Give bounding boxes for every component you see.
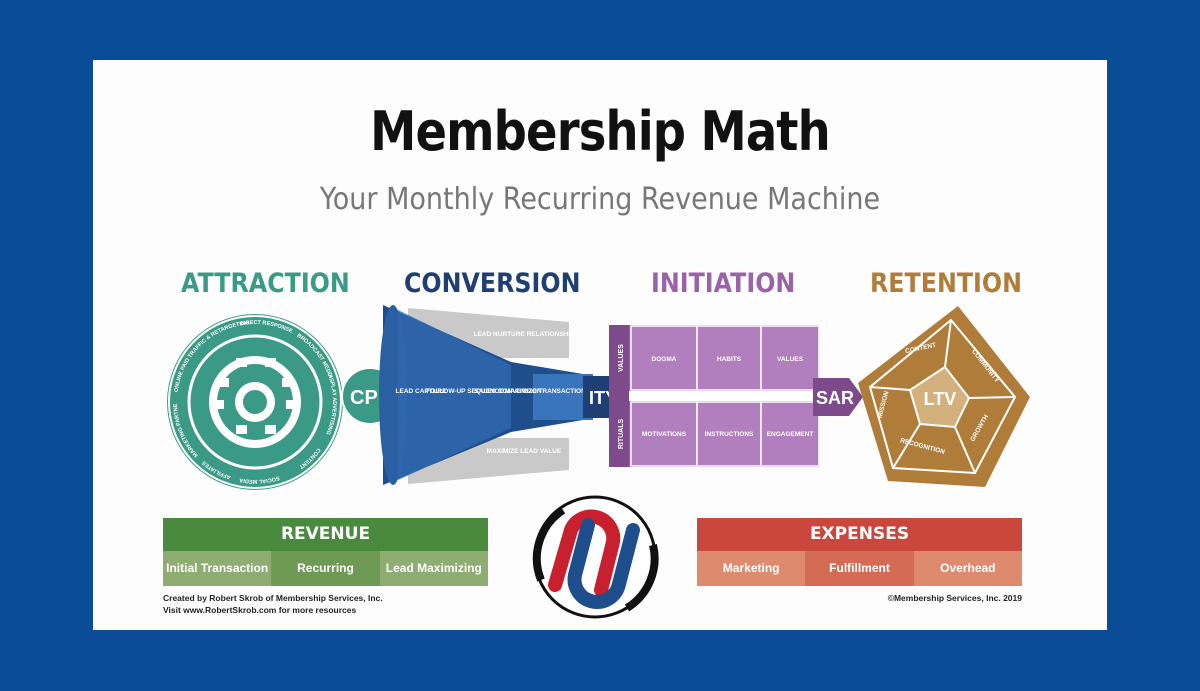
cell-instructions: INSTRUCTIONS [705, 431, 754, 438]
revenue-recurring-revenue: Recurring Revenue [271, 551, 380, 610]
credit-line-1: Created by Robert Skrob of Membership Se… [163, 593, 383, 603]
section-heading-attraction: ATTRACTION [181, 268, 350, 299]
revenue-lead-maximizing: Lead Maximizing [379, 551, 488, 586]
lead-nurture-label: LEAD NURTURE RELATIONSHIP [474, 331, 576, 338]
ring-label-social: SOCIAL MEDIA [239, 474, 280, 484]
page-subtitle: Your Monthly Recurring Revenue Machine [319, 182, 881, 217]
infographic-card: Membership Math Your Monthly Recurring R… [93, 60, 1107, 630]
section-heading-conversion: CONVERSION [404, 268, 581, 299]
section-heading-retention: RETENTION [870, 268, 1022, 299]
twitter-icon [265, 358, 276, 367]
handshake-icon [286, 400, 297, 409]
content-icon [236, 358, 247, 367]
cell-dogma: DOGMA [652, 356, 677, 363]
page-title: Membership Math [370, 100, 831, 163]
expenses-title: EXPENSES [697, 518, 1022, 551]
mail-icon [236, 425, 247, 434]
expenses-bar: EXPENSES Marketing Fulfillment Overhead [697, 518, 1022, 586]
expenses-marketing: Marketing [697, 551, 806, 586]
credit-line-2: Visit www.RobertSkrob.com for more resou… [163, 605, 357, 615]
retention-pentagon: LTV CONTENT COMMUNITY GROWTH RECOGNITION… [858, 306, 1030, 487]
copyright: ©Membership Services, Inc. 2019 [887, 593, 1022, 603]
cell-engagement: ENGAGEMENT [767, 431, 814, 438]
expenses-overhead: Overhead [913, 551, 1022, 586]
stage-lead-capture: LEAD CAPTURE [396, 388, 448, 395]
membership-services-logo [532, 495, 659, 619]
stage-follow-up: FOLLOW-UP SEQUENCE [426, 388, 504, 395]
maximize-lead-value-label: MAXIMIZE LEAD VALUE [487, 448, 562, 455]
conversion-funnel: LEAD NURTURE RELATIONSHIP MAXIMIZE LEAD … [379, 305, 633, 485]
initiation-grid: VALUES RITUALS DOGMA HABITS VALUES MOTIV… [609, 325, 863, 467]
newspaper-icon [218, 378, 229, 387]
row-label-rituals: RITUALS [618, 419, 625, 450]
stage-sales-conversion: SALES CONVERSION [474, 388, 541, 395]
stage-maximize-transaction: MAXIMIZE TRANSACTION VALUE [505, 388, 610, 395]
revenue-initial-transaction: Initial Transaction [163, 551, 272, 586]
revenue-title: REVENUE [163, 518, 488, 551]
sar-label: SAR [816, 388, 854, 408]
billboard-icon [213, 400, 224, 409]
ltv-label: LTV [924, 389, 957, 409]
click-icon [265, 425, 276, 434]
section-heading-initiation: INITIATION [651, 268, 796, 299]
expenses-fulfillment: Fulfillment [805, 551, 914, 586]
credits: Created by Robert Skrob of Membership Se… [163, 592, 383, 616]
revenue-bar: REVENUE Initial Transaction Recurring Re… [163, 518, 488, 610]
cell-motivations: MOTIVATIONS [642, 431, 687, 438]
row-label-values: VALUES [618, 344, 625, 372]
cell-values: VALUES [777, 356, 804, 363]
network-icon [282, 378, 293, 387]
diagram-canvas: ONLINE PAID TRAFFIC & RETARGETING DIRECT… [93, 60, 1030, 619]
cell-habits: HABITS [717, 356, 742, 363]
attraction-wheel: ONLINE PAID TRAFFIC & RETARGETING DIRECT… [93, 60, 399, 490]
